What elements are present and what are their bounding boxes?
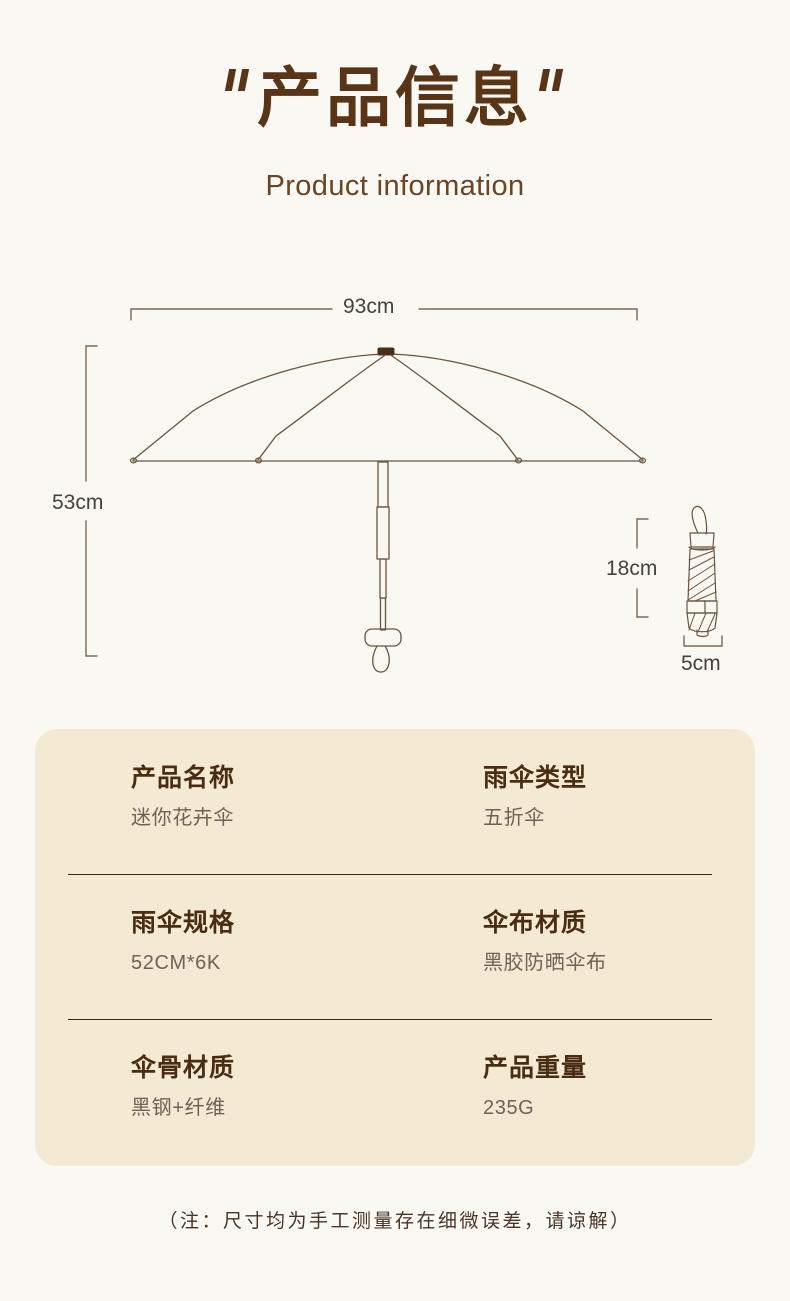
umbrella-finial xyxy=(377,347,395,356)
spec-cell-umbrella-type: 雨伞类型 五折伞 xyxy=(410,729,755,874)
measurement-footnote: （注：尺寸均为手工测量存在细微误差，请谅解） xyxy=(158,1211,632,1232)
spec-cell-umbrella-spec: 雨伞规格 52CM*6K xyxy=(35,874,410,1019)
dimension-label-width-93: 93cm xyxy=(343,295,395,318)
product-spec-card: 产品名称 迷你花卉伞 雨伞类型 五折伞 雨伞规格 52CM*6K 伞布材质 黑胶… xyxy=(35,729,755,1166)
spec-cell-product-name: 产品名称 迷你花卉伞 xyxy=(35,729,410,874)
page-title-row: 产品信息 xyxy=(0,55,790,141)
spec-cell-product-weight: 产品重量 235G xyxy=(410,1019,755,1164)
table-row: 产品名称 迷你花卉伞 雨伞类型 五折伞 xyxy=(35,729,755,874)
product-spec-table: 产品名称 迷你花卉伞 雨伞类型 五折伞 雨伞规格 52CM*6K 伞布材质 黑胶… xyxy=(35,729,755,1164)
dimension-bracket-height-18 xyxy=(636,518,649,618)
quote-close-icon xyxy=(533,55,569,141)
folded-umbrella-drawing xyxy=(686,505,718,638)
table-row: 伞骨材质 黑钢+纤维 产品重量 235G xyxy=(35,1019,755,1164)
dimension-bracket-height-53 xyxy=(85,345,98,657)
spec-cell-fabric-material: 伞布材质 黑胶防晒伞布 xyxy=(410,874,755,1019)
page-subtitle: Product information xyxy=(265,170,525,202)
open-umbrella-drawing xyxy=(129,353,647,464)
spec-value: 五折伞 xyxy=(483,807,545,829)
dimension-label-width-5: 5cm xyxy=(681,652,721,675)
spec-value: 迷你花卉伞 xyxy=(131,807,234,829)
dimension-bracket-width-5 xyxy=(683,635,723,647)
spec-key: 伞布材质 xyxy=(483,909,588,937)
spec-value: 52CM*6K xyxy=(131,952,221,974)
spec-key: 产品重量 xyxy=(483,1054,588,1082)
dimension-bracket-width-93 xyxy=(130,308,638,321)
spec-cell-rib-material: 伞骨材质 黑钢+纤维 xyxy=(35,1019,410,1164)
page-title: 产品信息 xyxy=(256,61,533,134)
umbrella-handle xyxy=(364,628,402,673)
umbrella-shaft xyxy=(376,461,390,631)
quote-open-icon xyxy=(221,55,257,141)
spec-key: 雨伞类型 xyxy=(483,764,588,792)
spec-value: 黑钢+纤维 xyxy=(131,1097,226,1119)
spec-key: 产品名称 xyxy=(131,764,236,792)
dimension-label-height-53: 53cm xyxy=(52,491,104,514)
spec-key: 雨伞规格 xyxy=(131,909,236,937)
table-row: 雨伞规格 52CM*6K 伞布材质 黑胶防晒伞布 xyxy=(35,874,755,1019)
spec-key: 伞骨材质 xyxy=(131,1054,236,1082)
dimension-label-height-18: 18cm xyxy=(606,557,658,580)
spec-value: 235G xyxy=(483,1097,535,1119)
spec-value: 黑胶防晒伞布 xyxy=(483,952,607,974)
